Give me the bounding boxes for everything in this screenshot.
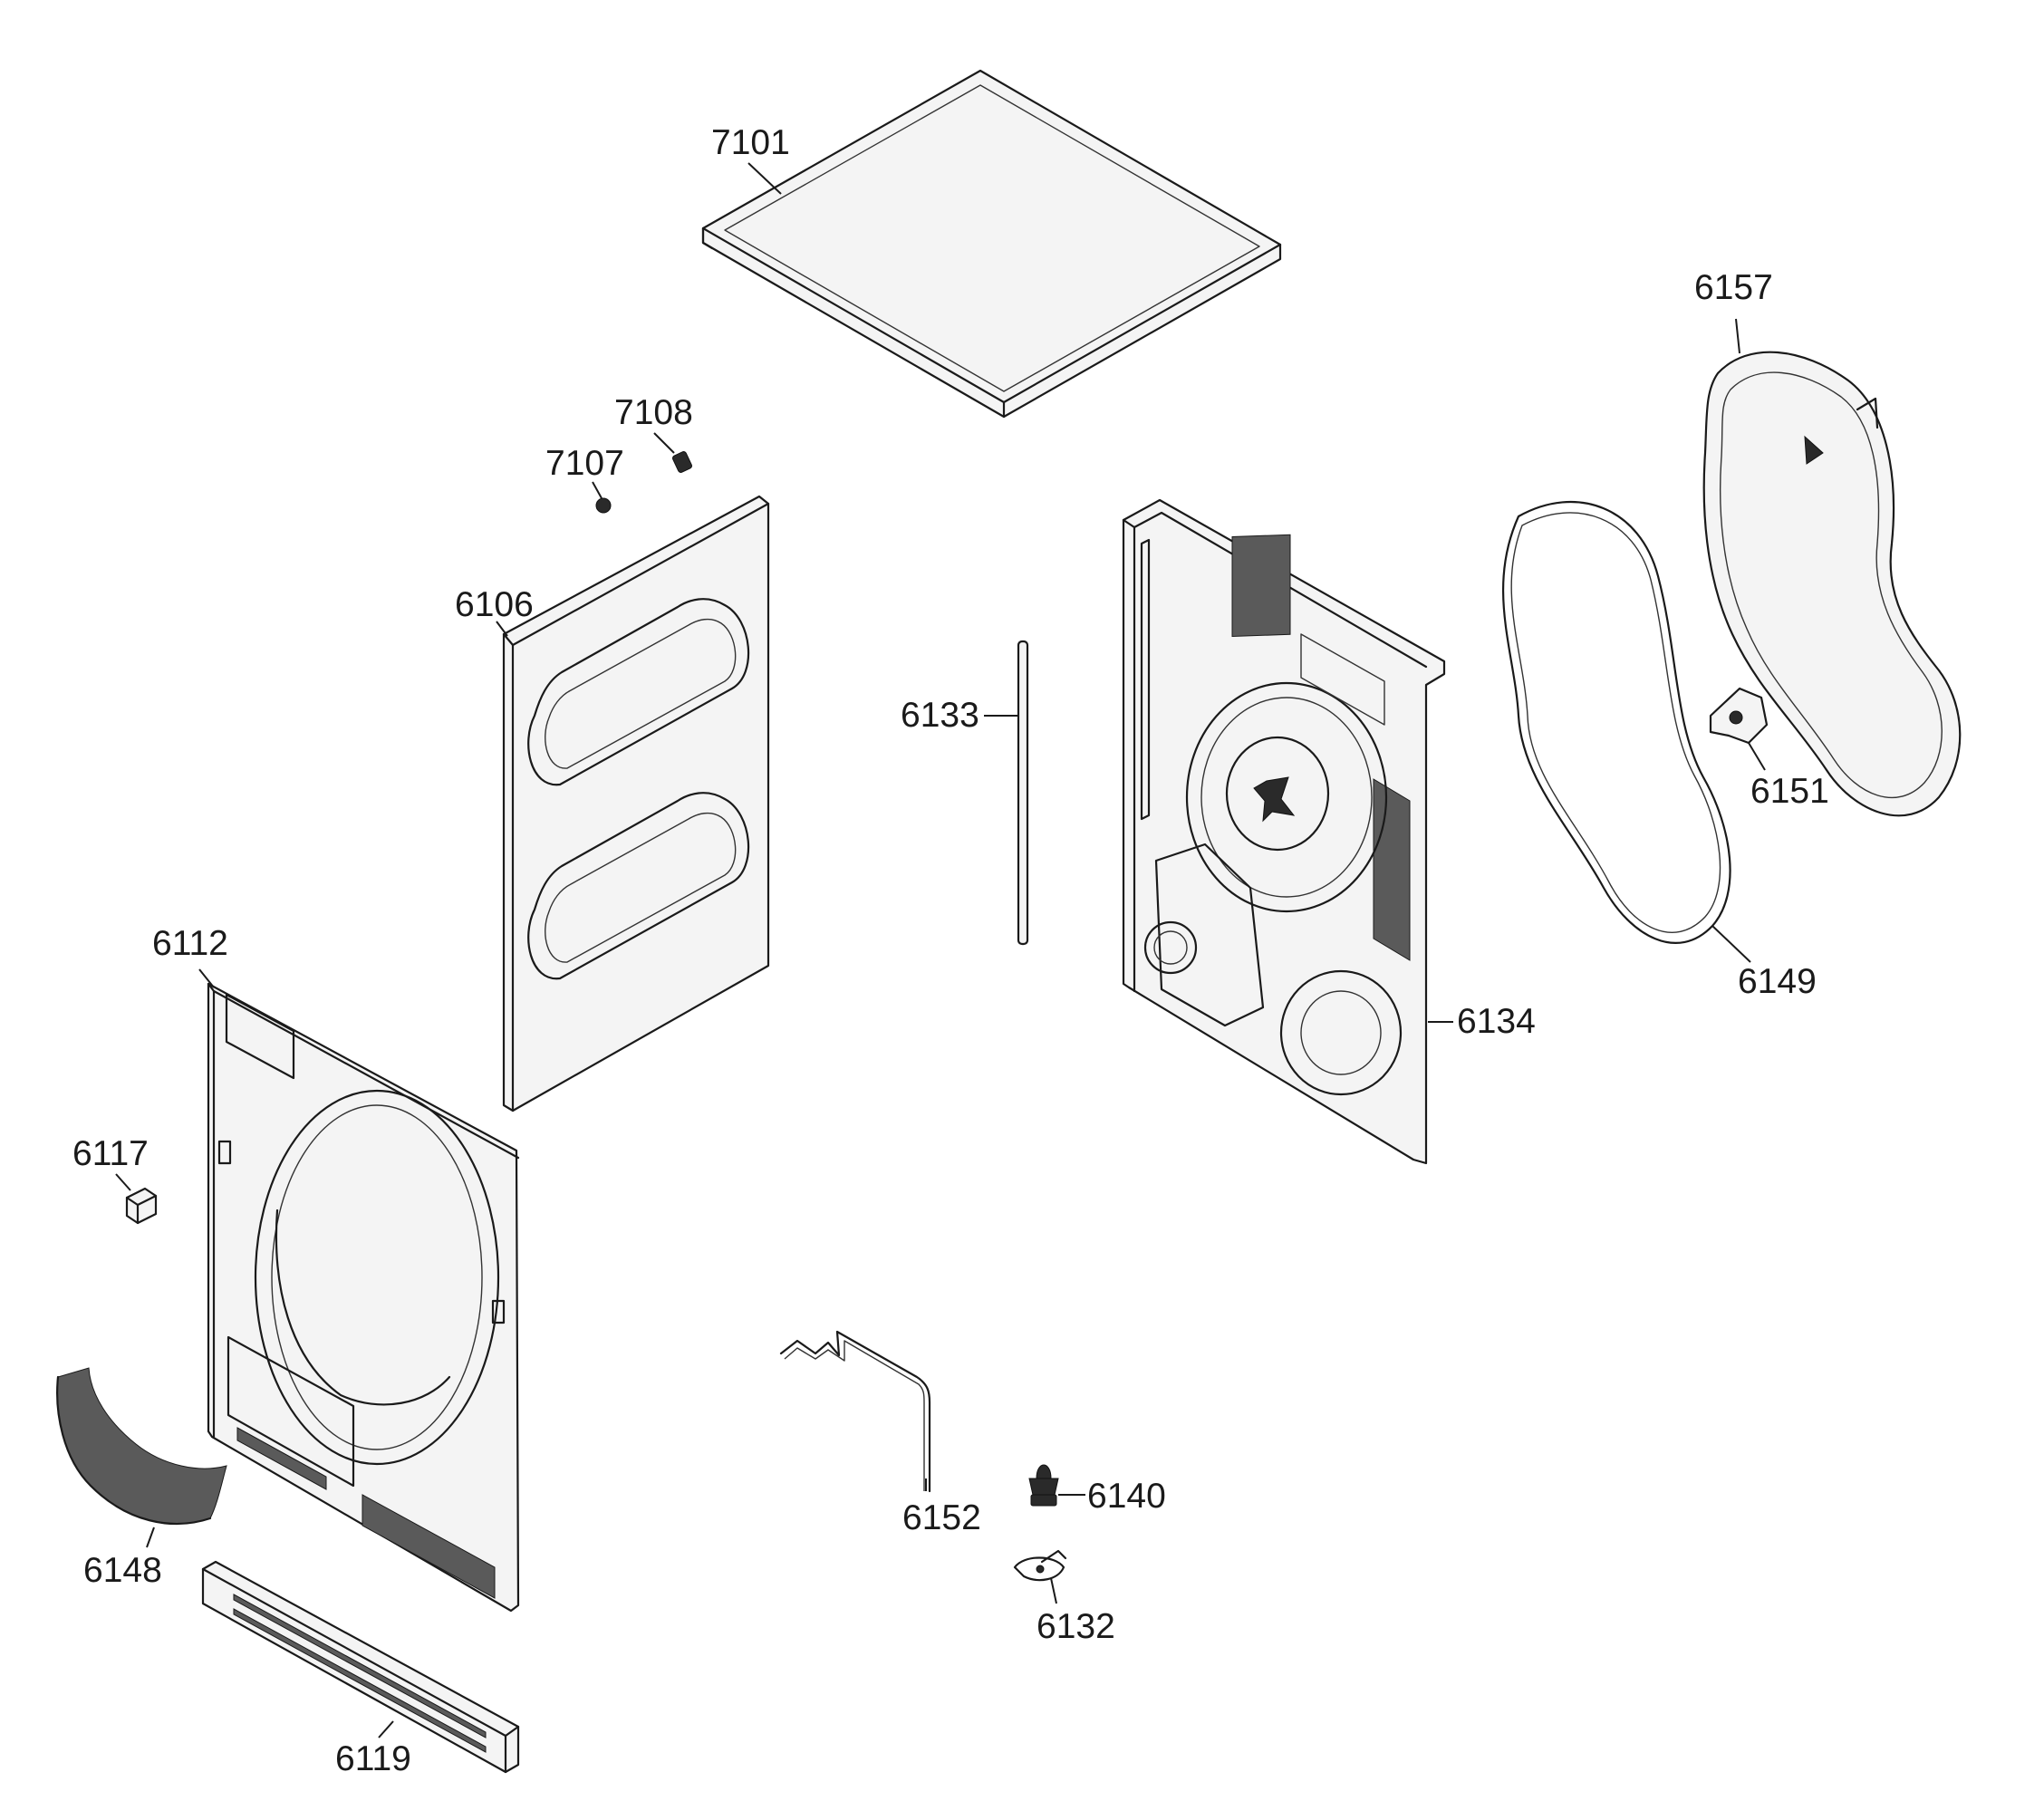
leader-6148	[146, 1527, 155, 1548]
part-kick-plate	[201, 1560, 520, 1774]
callout-6117: 6117	[72, 1134, 149, 1173]
part-rear-panel	[1122, 498, 1446, 1165]
callout-6149: 6157	[1694, 268, 1773, 307]
leader-7107	[592, 481, 603, 499]
callout-6106: 6106	[455, 585, 534, 624]
leader-6151	[1748, 742, 1766, 771]
part-front-panel	[207, 982, 520, 1613]
callout-6133: 6133	[901, 696, 979, 735]
part-rear-seal	[1702, 351, 1962, 817]
leader-6117	[115, 1173, 131, 1191]
part-screw-a	[672, 451, 692, 473]
part-rod	[1017, 640, 1029, 946]
leader-6132	[1050, 1577, 1057, 1604]
callout-6119: 6119	[335, 1739, 411, 1778]
part-bracket	[1709, 687, 1769, 745]
part-cable-clip	[1013, 1549, 1067, 1582]
leader-6112	[198, 968, 215, 988]
callout-6148: 6148	[83, 1551, 162, 1590]
leader-7101	[747, 162, 782, 195]
part-top-cover	[701, 69, 1282, 419]
callout-7108: 7108	[614, 393, 693, 432]
callout-7107: 7107	[545, 444, 624, 483]
callout-6140: 6140	[1087, 1477, 1166, 1516]
callout-6134: 6134	[1457, 1002, 1536, 1041]
part-filter-grille	[56, 1367, 227, 1526]
callout-6112: 6112	[152, 924, 228, 963]
part-foot	[1028, 1464, 1059, 1507]
leader-6119	[378, 1720, 394, 1738]
callout-6152: 6152	[902, 1498, 981, 1537]
part-clip	[125, 1187, 158, 1225]
part-side-panel	[502, 495, 770, 1112]
leader-6157	[1711, 925, 1751, 963]
callout-6151: 6151	[1750, 772, 1829, 811]
callout-6132: 6132	[1036, 1607, 1115, 1646]
part-belt	[1502, 500, 1731, 944]
part-wire-hook	[779, 1330, 931, 1493]
part-screw-b	[595, 497, 612, 514]
callout-7101: 7101	[711, 123, 790, 162]
leader-7108	[653, 432, 675, 454]
leader-6106	[496, 621, 508, 637]
leader-6149	[1735, 318, 1740, 354]
callout-6157: 6149	[1738, 962, 1817, 1001]
